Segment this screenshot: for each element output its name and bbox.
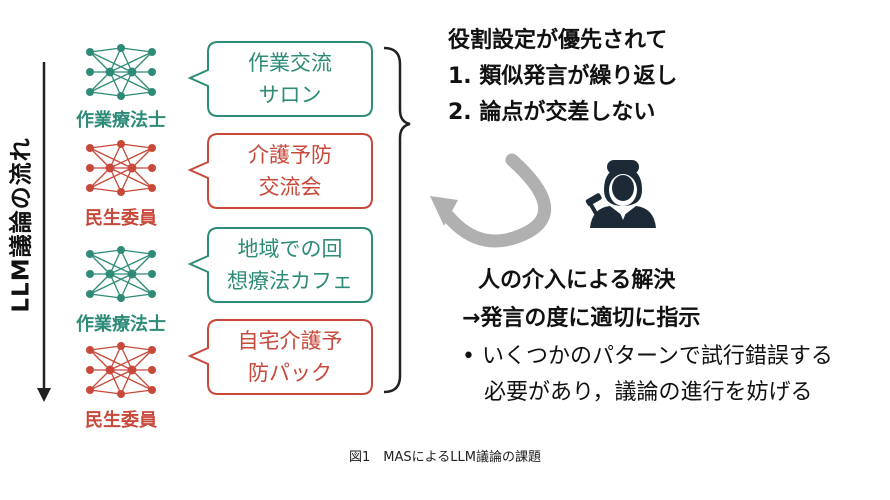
solution-heading: 人の介入による解決 (478, 268, 676, 293)
problem-heading: 役割設定が優先されて (448, 28, 668, 53)
bubble-text: 作業交流 サロン (248, 51, 332, 107)
solution-bullet: • いくつかのパターンで試行錯誤する (462, 344, 833, 369)
bubble-text: 自宅介護予 防パック (237, 329, 343, 385)
bubble-text: 地域での回 想療法カフェ (227, 237, 353, 293)
right-brace (383, 46, 411, 394)
problem-item: 1. 類似発言が繰り返し (448, 64, 678, 89)
network-icon (86, 246, 156, 302)
bubble-text: 介護予防 交流会 (248, 143, 332, 199)
network-icon (86, 342, 156, 398)
problem-item: 2. 論点が交差しない (448, 100, 656, 125)
person-gavel-icon (585, 160, 656, 228)
agent-role-label: 作業療法士 (76, 314, 166, 335)
curved-arrow (441, 153, 552, 248)
agent-role-label: 民生委員 (85, 208, 157, 229)
agent-role-label: 作業療法士 (76, 110, 166, 131)
solution-subheading: →発言の度に適切に指示 (462, 306, 701, 331)
solution-bullet-continued: 必要があり，議論の進行を妨げる (484, 380, 813, 405)
network-icon (86, 44, 156, 100)
figure-caption: 図1 MASによるLLM議論の課題 (349, 450, 541, 465)
network-icon (86, 140, 156, 196)
agent-role-label: 民生委員 (85, 410, 157, 431)
